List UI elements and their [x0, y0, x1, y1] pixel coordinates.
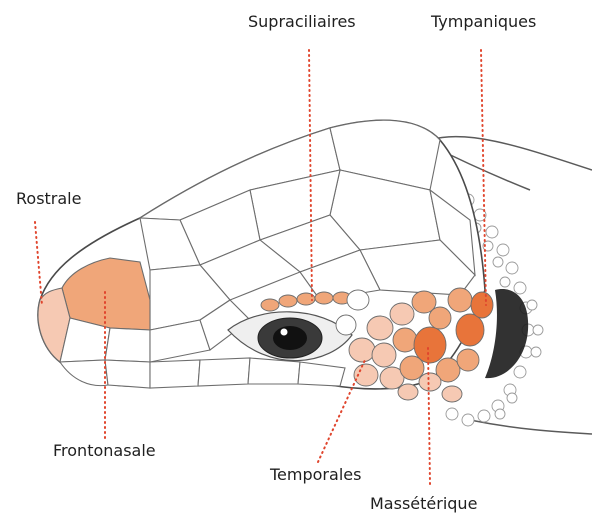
label-frontonasale: Frontonasale	[53, 443, 156, 459]
label-rostrale: Rostrale	[16, 191, 81, 207]
label-supraciliaires: Supraciliaires	[248, 14, 356, 30]
label-masseterique: Massétérique	[370, 496, 477, 512]
label-temporales: Temporales	[270, 467, 361, 483]
labial-scales	[60, 358, 345, 388]
eye-highlight	[281, 329, 288, 336]
leader-rostrale	[35, 222, 42, 305]
label-tympaniques: Tympaniques	[431, 14, 536, 30]
pupil	[273, 326, 307, 350]
